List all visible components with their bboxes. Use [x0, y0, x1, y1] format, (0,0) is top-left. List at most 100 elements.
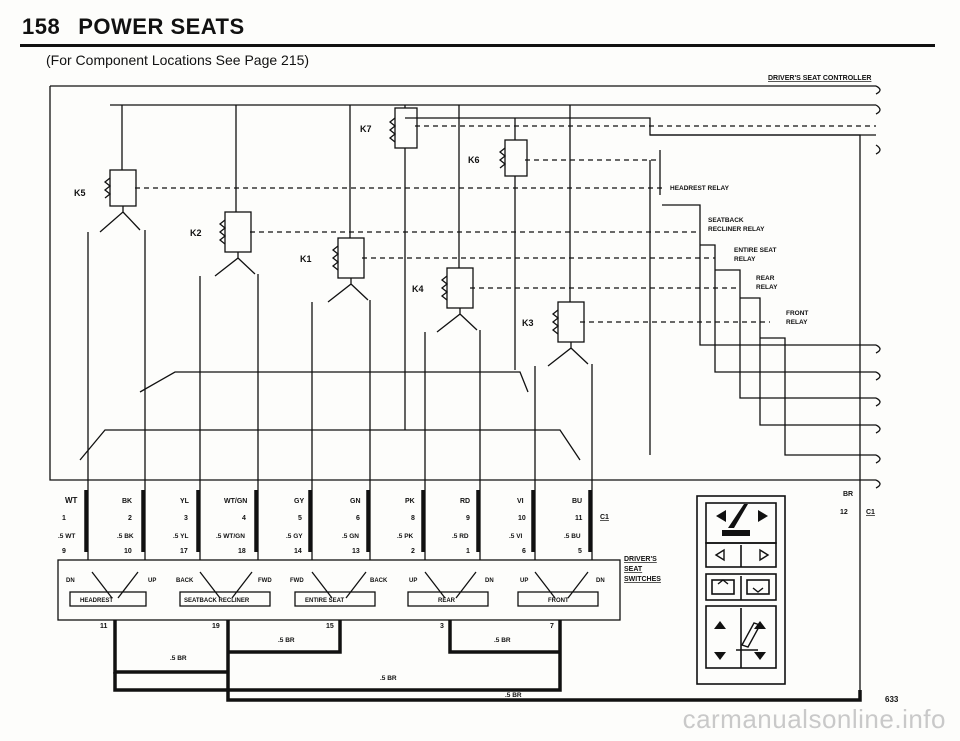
pin-top: 9 — [466, 515, 470, 522]
relay-k2-coil — [224, 211, 252, 253]
relay-k4-coil — [446, 267, 474, 309]
switch-dir-label: BACK — [176, 578, 194, 584]
wire-gy: GY — [294, 498, 304, 505]
switch-box-outline — [57, 559, 621, 621]
switch-rockers — [91, 571, 589, 599]
page-number: 158 — [22, 14, 61, 39]
label-rear-relay-2: RELAY — [756, 284, 778, 291]
pin-top: 5 — [298, 515, 302, 522]
relay-branch — [700, 244, 876, 373]
wire-bu: BU — [572, 498, 582, 505]
page-title: POWER SEATS — [78, 14, 245, 39]
switch-seatback-label: SEATBACK RECLINER — [184, 598, 250, 604]
relay-k1-contacts — [327, 278, 369, 303]
ground-wire — [113, 620, 562, 692]
pin-ground: 11 — [100, 623, 108, 630]
coil-winding — [218, 219, 227, 245]
relay-k1-coil — [337, 237, 365, 279]
wire-wt: WT — [65, 496, 78, 505]
wire-vi5: .5 VI — [509, 533, 523, 540]
label-k1: K1 — [300, 254, 312, 264]
label-entire-relay: RELAY — [734, 256, 756, 263]
pin-block — [84, 490, 592, 552]
legend-up-button[interactable] — [711, 579, 735, 595]
switch-dir-label: UP — [409, 578, 417, 584]
coil-winding — [331, 245, 340, 271]
label-front-relay-2: RELAY — [786, 319, 808, 326]
label-k6: K6 — [468, 155, 480, 165]
pin-ground: 3 — [440, 623, 444, 630]
wire-wtgn: WT/GN — [224, 498, 247, 505]
coil-winding — [103, 177, 112, 199]
pin-top: 6 — [356, 515, 360, 522]
relay-k5-coil — [109, 169, 137, 207]
switch-entire-label: ENTIRE SEAT — [305, 598, 345, 604]
relay-branch — [715, 269, 876, 399]
connector-c1-br-label: C1 — [866, 509, 875, 516]
wire-pk: PK — [405, 498, 415, 505]
switch-headrest[interactable] — [69, 591, 147, 607]
chevron-icon — [717, 579, 764, 593]
switch-seatback-recliner[interactable] — [179, 591, 271, 607]
controller-break-mark — [875, 85, 881, 95]
relay-k6-coil — [504, 139, 528, 177]
pin-top: 4 — [242, 515, 246, 522]
relay-k2-contacts — [214, 252, 256, 277]
pin-bottom: 6 — [522, 548, 526, 555]
label-rear-relay: REAR — [756, 275, 775, 282]
pin-ground: 15 — [326, 623, 334, 630]
switch-front[interactable] — [517, 591, 599, 607]
switch-dir-label: DN — [596, 578, 605, 584]
relay-k3-contacts — [547, 342, 589, 367]
relay-feed — [404, 118, 516, 430]
switch-dir-label: FWD — [258, 578, 272, 584]
wire-bk: BK — [122, 498, 132, 505]
switch-rear[interactable] — [407, 591, 489, 607]
connector-c1-label: C1 — [600, 514, 609, 521]
pin-top: 10 — [518, 515, 526, 522]
ground-wire — [448, 620, 560, 654]
pin-ground: 19 — [212, 623, 220, 630]
relay-output-wire — [87, 230, 593, 480]
relay-branch — [659, 150, 876, 346]
label-k4: K4 — [412, 284, 424, 294]
ground-wire-label: .5 BR — [505, 692, 522, 699]
harness-wire — [87, 480, 861, 690]
arrow-down-icon — [714, 652, 766, 660]
switch-front-label: FRONT — [548, 598, 569, 604]
switches-label: SWITCHES — [624, 576, 661, 583]
ground-wire — [228, 620, 342, 654]
wire-wt5: .5 WT — [58, 533, 75, 540]
relay-feed — [121, 105, 571, 302]
switch-headrest-label: HEADREST — [80, 598, 113, 604]
relay-k5-contacts — [99, 206, 141, 233]
label-entire-seat-relay: ENTIRE SEAT — [734, 247, 777, 254]
switch-entire-seat[interactable] — [294, 591, 376, 607]
pin-bottom: 18 — [238, 548, 246, 555]
wire-wtgn5: .5 WT/GN — [216, 533, 245, 540]
pin-bottom: 5 — [578, 548, 582, 555]
relay-k7-coil — [394, 107, 418, 149]
pin-bottom: 9 — [62, 548, 66, 555]
pin-bottom: 13 — [352, 548, 360, 555]
coil-winding — [551, 309, 560, 335]
controller-break-mark — [875, 479, 881, 489]
pin-top: 11 — [575, 515, 583, 522]
wire-bk5: .5 BK — [117, 533, 134, 540]
pin-bottom: 17 — [180, 548, 188, 555]
wire-gn5: .5 GN — [342, 533, 359, 540]
wire-gn: GN — [350, 498, 361, 505]
page-subtitle: (For Component Locations See Page 215) — [46, 52, 310, 68]
wire-yl: YL — [180, 498, 190, 505]
switches-label: DRIVER'S — [624, 556, 657, 563]
pin-bottom: 14 — [294, 548, 302, 555]
branch-break-mark — [875, 344, 881, 464]
label-k2: K2 — [190, 228, 202, 238]
wire-br: BR — [843, 491, 853, 498]
switch-rear-label: REAR — [438, 598, 456, 604]
pin-top: 2 — [128, 515, 132, 522]
label-seatback-relay: SEATBACK — [708, 217, 744, 224]
legend-down-button[interactable] — [746, 579, 770, 595]
controller-label: DRIVER'S SEAT CONTROLLER — [768, 75, 871, 82]
